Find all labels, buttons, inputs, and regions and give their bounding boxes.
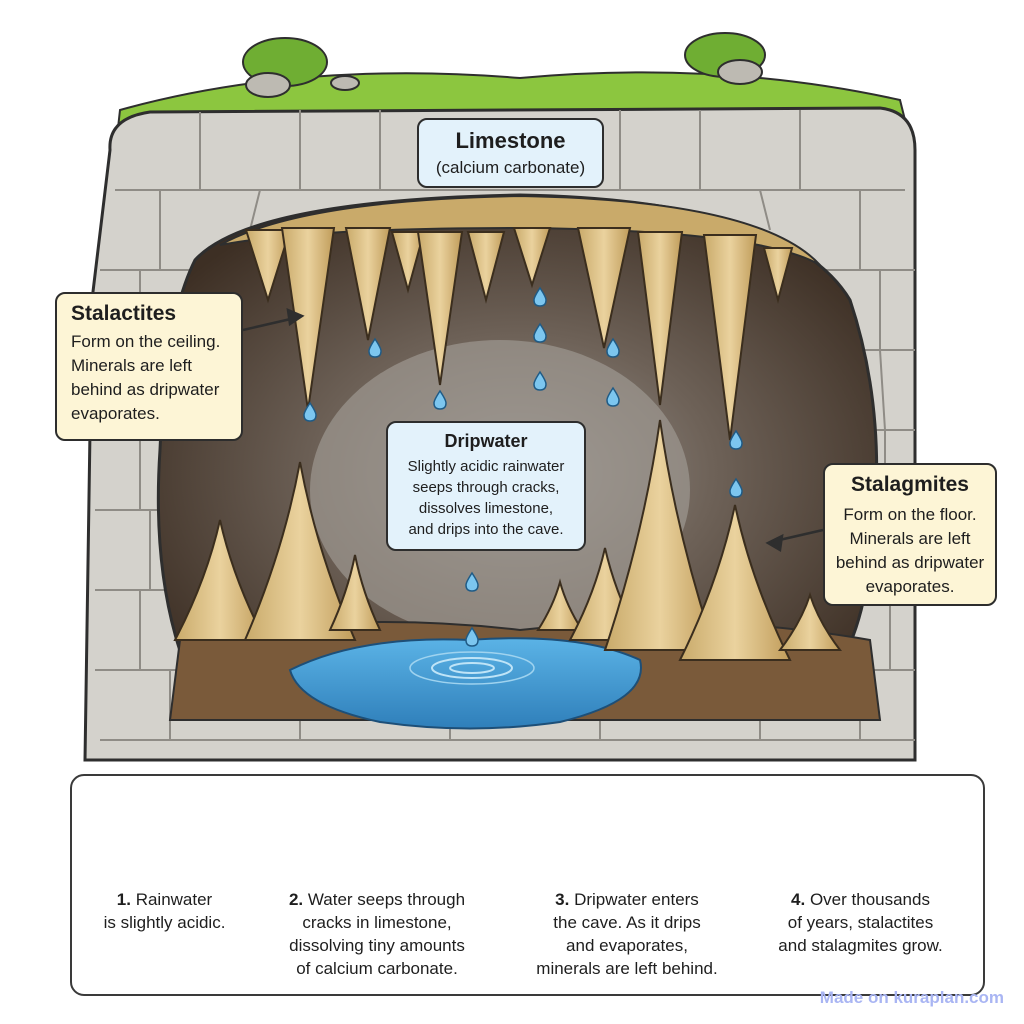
limestone-title: Limestone	[455, 128, 566, 153]
water-drop	[533, 322, 547, 343]
step-number: 1.	[116, 890, 131, 909]
stalagmite	[243, 461, 357, 641]
stalactites-title: Stalactites	[71, 302, 177, 325]
stalagmites-text-line: behind as dripwater	[835, 553, 985, 572]
step-1-text: 1. Rainwater is slightly acidic.	[92, 888, 237, 934]
water-drop	[465, 571, 479, 592]
step-3-text: 3. Dripwater enters the cave. As it drip…	[512, 888, 742, 980]
stalactites-callout: Stalactites Form on the ceiling. Mineral…	[55, 292, 243, 441]
step-number: 3.	[555, 890, 570, 909]
step-line: and evaporates,	[566, 936, 688, 955]
stalactite	[416, 231, 464, 386]
water-drop	[368, 337, 382, 358]
stalagmite	[777, 591, 843, 651]
dripwater-text-line: Slightly acidic rainwater	[407, 458, 565, 475]
step-line: Rainwater	[135, 890, 213, 909]
stalactite	[344, 227, 392, 341]
dripwater-text-line: dissolves limestone,	[418, 500, 554, 517]
step-line: dissolving tiny amounts	[289, 936, 465, 955]
step-line: Water seeps through	[307, 890, 466, 909]
step-line: Dripwater enters	[574, 890, 699, 909]
step-line: cracks in limestone,	[302, 913, 452, 932]
step-line: minerals are left behind.	[536, 959, 718, 978]
stalagmites-group	[173, 419, 843, 661]
water-drop	[533, 370, 547, 391]
step-4-text: 4. Over thousands of years, stalactites …	[748, 888, 973, 957]
pool	[288, 637, 642, 730]
water-drop	[729, 477, 743, 498]
water-drop	[465, 626, 479, 647]
stalagmites-text-line: evaporates.	[865, 577, 955, 596]
stalagmite	[536, 578, 584, 631]
step-line: Over thousands	[809, 890, 930, 909]
stalactite	[512, 227, 552, 289]
limestone-callout: Limestone (calcium carbonate)	[417, 118, 604, 188]
dripwater-callout: Dripwater Slightly acidic rainwater seep…	[386, 421, 586, 551]
step-line: of calcium carbonate.	[296, 959, 458, 978]
step-2-text: 2. Water seeps through cracks in limesto…	[262, 888, 492, 980]
water-drop	[729, 429, 743, 450]
step-line: of years, stalactites	[787, 913, 934, 932]
stalagmites-callout: Stalagmites Form on the floor. Minerals …	[823, 463, 997, 606]
step-number: 2.	[288, 890, 304, 909]
step-number: 4.	[791, 890, 806, 909]
water-drop	[303, 401, 317, 422]
stalactite	[466, 231, 506, 304]
step-line: is slightly acidic.	[103, 913, 226, 932]
stalagmite	[603, 419, 717, 651]
stalactites-group	[244, 227, 794, 441]
stalagmite	[328, 554, 382, 631]
water-drop	[533, 286, 547, 307]
stalactites-text-line: evaporates.	[71, 404, 160, 423]
dripwater-text-line: seeps through cracks,	[412, 479, 560, 496]
dripwater-text-line: and drips into the cave.	[408, 521, 564, 538]
stalagmites-text-line: Minerals are left	[849, 529, 971, 548]
stalactite	[762, 247, 794, 304]
dripwater-title: Dripwater	[444, 431, 528, 451]
pointer-arrows	[242, 307, 824, 553]
water-drop	[606, 337, 620, 358]
stalactites-text-line: Form on the ceiling.	[71, 332, 221, 351]
water-drops	[303, 286, 743, 647]
watermark: Made on kuraplan.com	[819, 988, 1004, 1007]
water-drop	[433, 389, 447, 410]
water-drop	[606, 386, 620, 407]
stalagmites-title: Stalagmites	[851, 473, 969, 496]
step-line: the cave. As it drips	[553, 913, 701, 932]
stalactites-text-line: behind as dripwater	[71, 380, 220, 399]
process-steps-panel	[70, 774, 985, 996]
stalactite	[576, 227, 632, 349]
step-line: and stalagmites grow.	[778, 936, 943, 955]
stalagmites-text-line: Form on the floor.	[843, 505, 977, 524]
stalagmite	[678, 504, 792, 661]
stalactite	[702, 234, 758, 441]
stalagmite	[173, 519, 267, 641]
stalactites-text-line: Minerals are left	[71, 356, 192, 375]
stalactite	[636, 231, 684, 406]
limestone-subtitle: (calcium carbonate)	[435, 158, 586, 177]
ceiling-crust	[219, 194, 821, 266]
